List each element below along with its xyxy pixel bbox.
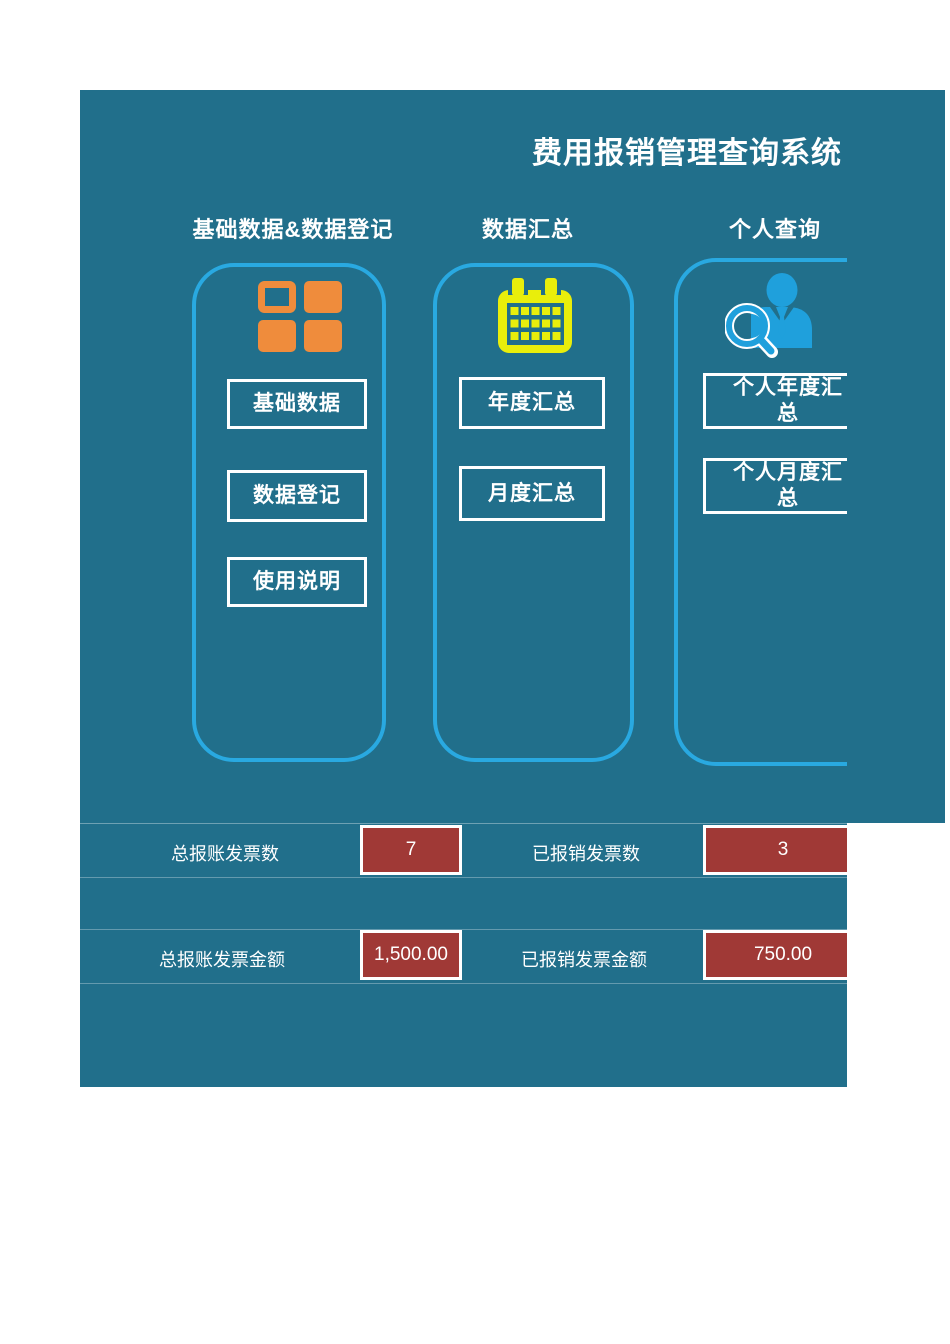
monthly-summary-button[interactable]: 月度汇总 — [459, 466, 605, 521]
person-search-icon — [724, 270, 825, 360]
page-title: 费用报销管理查询系统 — [532, 137, 842, 170]
personal-annual-summary-button-label: 个人年度汇总 — [733, 376, 843, 425]
reimbursed-invoice-count-value: 3 — [703, 825, 847, 875]
data-register-button[interactable]: 数据登记 — [227, 470, 367, 522]
annual-summary-button-label: 年度汇总 — [488, 391, 576, 414]
row-separator — [80, 929, 847, 930]
reimbursed-invoice-count-text: 3 — [777, 839, 789, 860]
row-separator — [80, 877, 847, 878]
section-header-basic-data: 基础数据&数据登记 — [192, 217, 394, 242]
instructions-button-label: 使用说明 — [253, 570, 341, 593]
instructions-button[interactable]: 使用说明 — [227, 557, 367, 607]
stats-section: 总报账发票数 7 已报销发票数 3 总报账发票金额 1,500.00 已报销发票… — [80, 823, 847, 1087]
grid-icon — [258, 281, 342, 352]
total-invoice-amount-text: 1,500.00 — [374, 944, 448, 965]
data-register-button-label: 数据登记 — [253, 484, 341, 507]
dashboard-panel — [80, 90, 945, 823]
total-invoice-count-text: 7 — [405, 839, 417, 860]
card-personal-query — [674, 258, 847, 766]
calendar-icon — [497, 278, 574, 355]
personal-monthly-summary-button[interactable]: 个人月度汇总 — [703, 458, 847, 514]
section-header-data-summary: 数据汇总 — [481, 217, 574, 242]
row-separator — [80, 983, 847, 984]
basic-data-button-label: 基础数据 — [253, 392, 341, 415]
reimbursed-invoice-amount-value: 750.00 — [703, 930, 847, 980]
annual-summary-button[interactable]: 年度汇总 — [459, 377, 605, 429]
personal-annual-summary-button[interactable]: 个人年度汇总 — [703, 373, 847, 429]
total-invoice-amount-value: 1,500.00 — [360, 930, 462, 980]
reimbursed-invoice-amount-label: 已报销发票金额 — [521, 950, 647, 970]
card-basic-data — [192, 263, 386, 762]
basic-data-button[interactable]: 基础数据 — [227, 379, 367, 429]
total-invoice-count-label: 总报账发票数 — [171, 844, 279, 864]
monthly-summary-button-label: 月度汇总 — [488, 481, 576, 505]
dashboard-content: 费用报销管理查询系统 基础数据&数据登记 数据汇总 个人查询 — [80, 90, 847, 823]
card-data-summary — [433, 263, 634, 762]
total-invoice-count-value: 7 — [360, 825, 462, 875]
reimbursed-invoice-amount-text: 750.00 — [753, 944, 813, 965]
personal-monthly-summary-button-label: 个人月度汇总 — [733, 461, 843, 510]
section-header-personal-query: 个人查询 — [728, 217, 821, 242]
reimbursed-invoice-count-label: 已报销发票数 — [532, 844, 640, 864]
total-invoice-amount-label: 总报账发票金额 — [159, 950, 285, 970]
